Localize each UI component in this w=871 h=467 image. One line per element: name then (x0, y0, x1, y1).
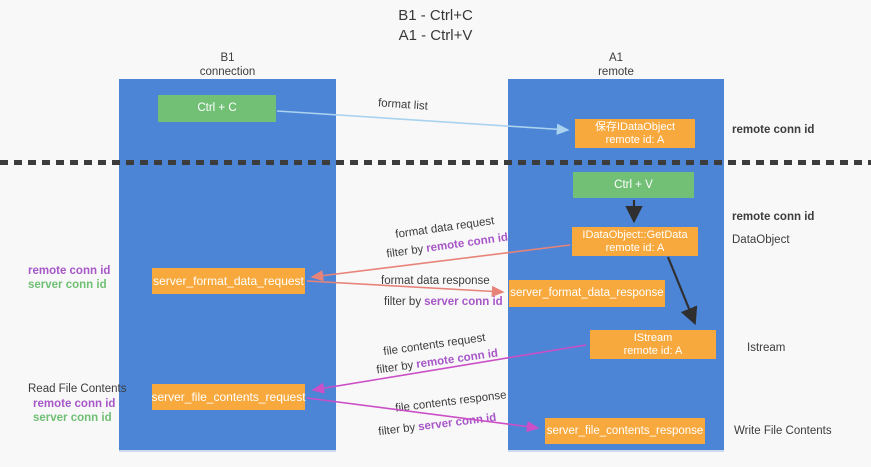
phase-separator-line (0, 160, 871, 165)
server-conn-id-text: server conn id (417, 411, 497, 434)
node-file-request-label: server_file_contents_request (151, 389, 306, 404)
node-save-idataobject-line1: 保存IDataObject (594, 120, 676, 133)
lane-a1-name: A1 (608, 52, 624, 64)
remote-conn-id-text: remote conn id (28, 265, 111, 277)
title-line-1: B1 - Ctrl+C (398, 7, 473, 24)
node-save-idataobject: 保存IDataObject remote id: A (575, 119, 695, 148)
lane-b1-role: connection (199, 66, 256, 78)
label-file-contents-response: file contents response (394, 389, 508, 415)
lane-b1-name: B1 (220, 52, 235, 64)
diagram-title: B1 - Ctrl+C A1 - Ctrl+V (0, 6, 871, 46)
node-server-format-data-response: server_format_data_response (509, 280, 665, 307)
label-remote-conn-id-right-1: remote conn id (732, 124, 815, 136)
node-server-file-contents-request: server_file_contents_request (151, 384, 306, 410)
server-conn-id-text: server conn id (424, 296, 503, 308)
node-file-response-label: server_file_contents_response (546, 424, 704, 437)
filter-by-text: filter by (384, 296, 422, 308)
node-ctrl-c-label: Ctrl + C (197, 102, 237, 114)
node-format-request-label: server_format_data_request (153, 273, 304, 288)
server-conn-id-text: server conn id (28, 279, 107, 291)
node-istream: IStream remote id: A (590, 330, 716, 359)
node-getdata-line1: IDataObject::GetData (582, 228, 688, 241)
node-istream-line1: IStream (633, 331, 673, 344)
label-istream-side: Istream (747, 342, 786, 354)
filter-by-text: filter by (385, 243, 425, 261)
node-getdata-line2: remote id: A (605, 241, 665, 254)
label-conn-ids-left-1: remote conn id server conn id (28, 264, 110, 292)
node-ctrl-v-label: Ctrl + V (614, 178, 653, 191)
label-format-list: format list (377, 97, 429, 113)
lane-header-a1: A1 remote (508, 51, 724, 79)
label-read-file-contents: Read File Contents (28, 383, 127, 395)
node-server-file-contents-response: server_file_contents_response (545, 418, 705, 444)
server-conn-id-text: server conn id (33, 412, 112, 424)
node-idataobject-getdata: IDataObject::GetData remote id: A (572, 227, 698, 256)
label-conn-ids-left-2: remote conn id server conn id (33, 397, 115, 425)
filter-by-text: filter by (375, 359, 415, 377)
node-istream-line2: remote id: A (623, 344, 683, 357)
label-dataobject: DataObject (732, 234, 790, 246)
remote-conn-id-text: remote conn id (33, 398, 116, 410)
filter-by-text: filter by (377, 421, 416, 439)
label-remote-conn-id-right-2: remote conn id (732, 211, 815, 223)
node-ctrl-c: Ctrl + C (158, 95, 276, 122)
node-save-idataobject-line2: remote id: A (605, 133, 665, 146)
label-format-data-response: format data response (381, 275, 490, 287)
label-write-file-contents: Write File Contents (734, 425, 832, 437)
lane-header-b1: B1 connection (119, 51, 336, 79)
node-server-format-data-request: server_format_data_request (152, 268, 305, 294)
lane-a1-role: remote (598, 66, 634, 78)
title-line-2: A1 - Ctrl+V (398, 27, 473, 44)
node-ctrl-v: Ctrl + V (573, 172, 694, 198)
node-format-response-label: server_format_data_response (510, 287, 664, 299)
